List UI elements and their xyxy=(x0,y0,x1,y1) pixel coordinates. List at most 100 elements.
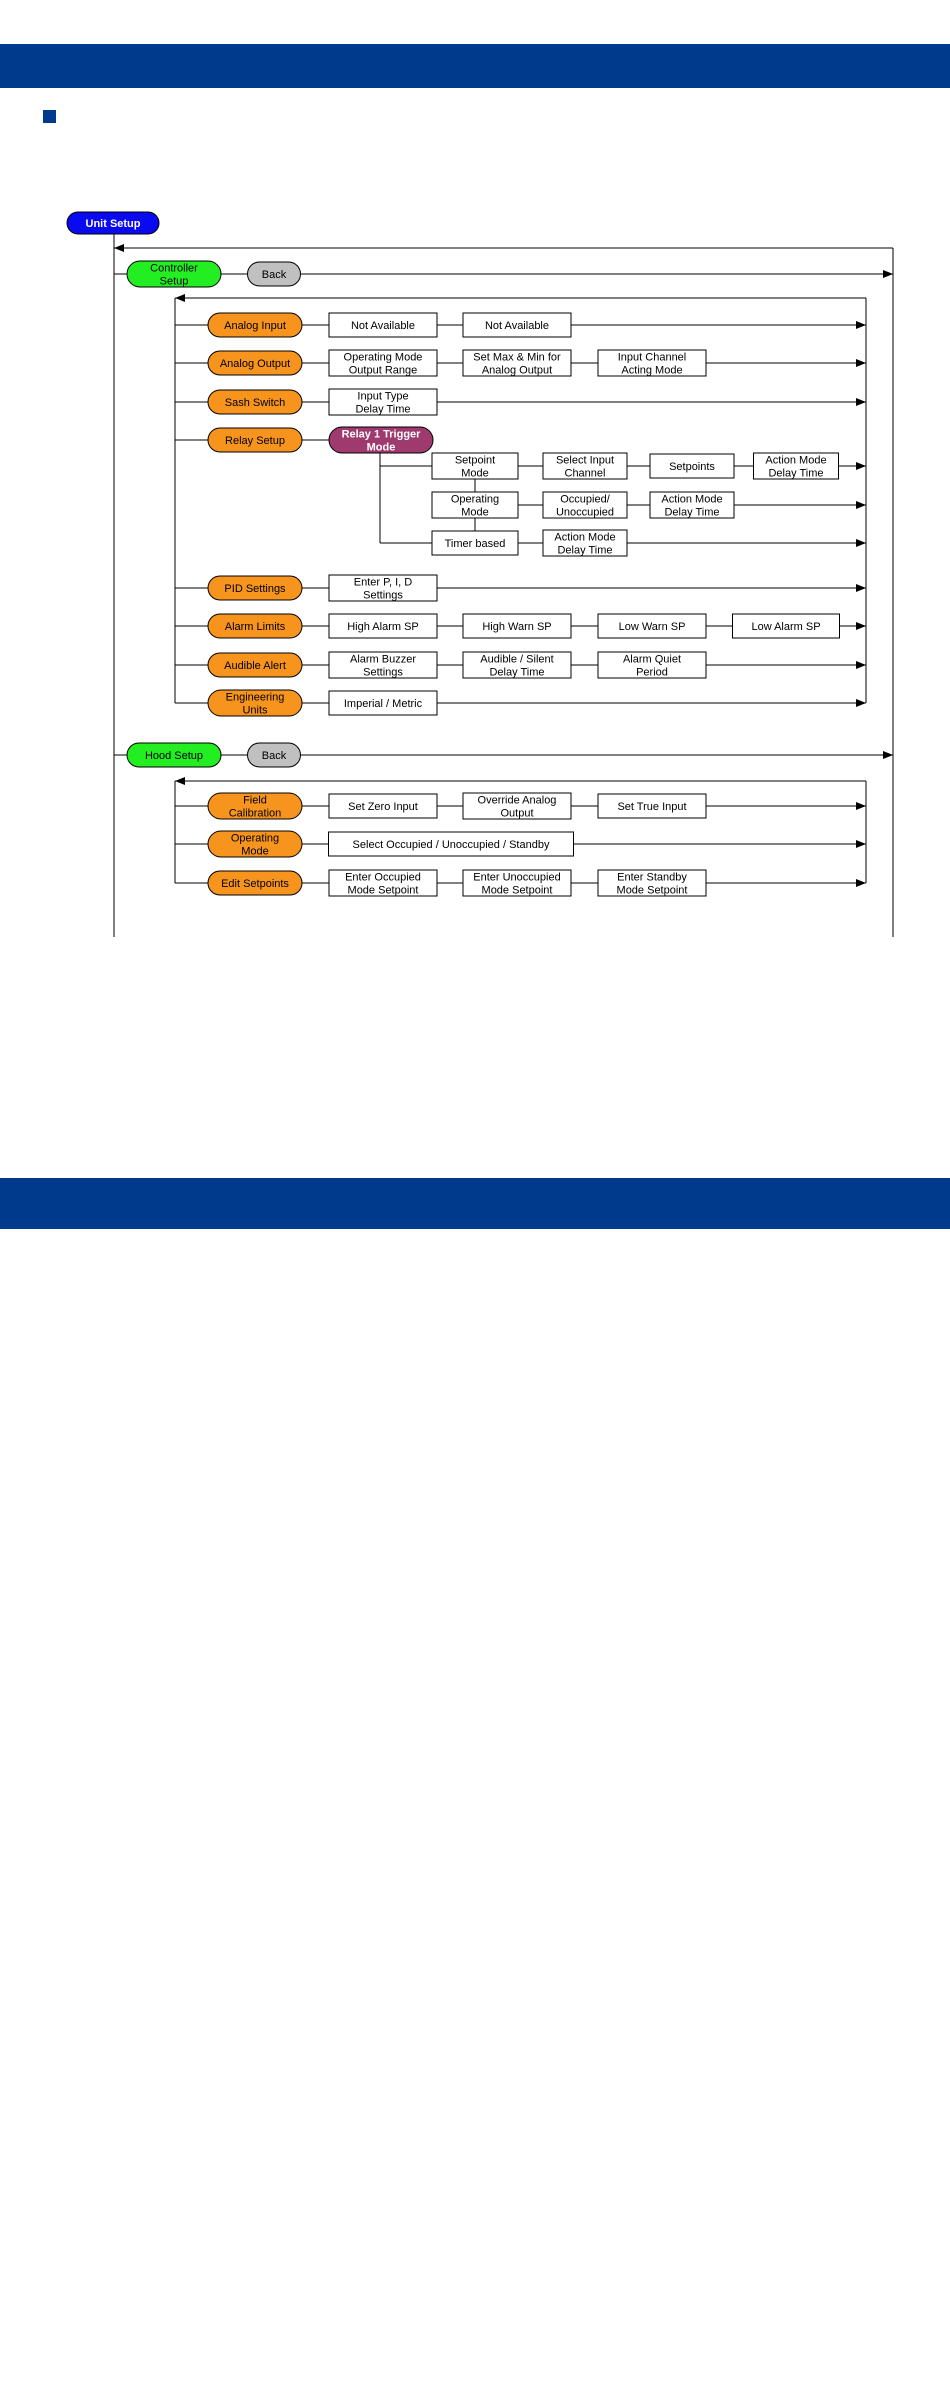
node-label: Analog Output xyxy=(482,365,552,377)
node-label: Delay Time xyxy=(355,404,410,416)
node-label: Audible / Silent xyxy=(480,654,553,666)
node-label: Back xyxy=(262,269,287,281)
node-label: Delay Time xyxy=(489,667,544,679)
node-label: Action Mode xyxy=(765,455,826,467)
node-label: Unoccupied xyxy=(556,507,614,519)
node-label: PID Settings xyxy=(224,583,286,595)
node-label: Enter Occupied xyxy=(345,872,421,884)
node-label: Settings xyxy=(363,667,403,679)
node-label: Settings xyxy=(363,590,403,602)
node-label: Analog Output xyxy=(220,358,290,370)
node-label: Imperial / Metric xyxy=(344,698,423,710)
node-select-occupied: Select Occupied / Unoccupied / Standby xyxy=(328,831,574,857)
node-label: Input Type xyxy=(357,391,408,403)
node-label: Hood Setup xyxy=(145,750,203,762)
node-label: Mode xyxy=(367,442,396,454)
node-label: High Alarm SP xyxy=(347,621,419,633)
node-label: Select Occupied / Unoccupied / Standby xyxy=(353,839,550,851)
node-low-warn-sp: Low Warn SP xyxy=(597,613,707,639)
node-back-1: Back xyxy=(247,261,301,287)
node-hood-setup: Hood Setup xyxy=(126,742,222,768)
node-label: Mode Setpoint xyxy=(348,885,419,897)
node-label: Operating Mode xyxy=(344,352,423,364)
logo-line-2: Controls xyxy=(47,2379,92,2393)
node-label: Output Range xyxy=(349,365,418,377)
node-label: Enter Standby xyxy=(617,872,687,884)
node-label: High Warn SP xyxy=(482,621,551,633)
node-label: Operating xyxy=(451,494,499,506)
node-ai-not-available-1: Not Available xyxy=(328,312,438,338)
node-label: Override Analog xyxy=(478,795,557,807)
node-label: Alarm Limits xyxy=(225,621,286,633)
node-high-alarm-sp: High Alarm SP xyxy=(328,613,438,639)
node-label: Operating xyxy=(231,833,279,845)
node-pid-settings: PID Settings xyxy=(207,575,303,601)
node-label: Setpoints xyxy=(669,461,715,473)
node-label: Relay 1 Trigger xyxy=(342,429,422,441)
node-sash-switch: Sash Switch xyxy=(207,389,303,415)
node-set-zero-input: Set Zero Input xyxy=(328,793,438,819)
node-label: Occupied/ xyxy=(560,494,610,506)
node-label: Action Mode xyxy=(661,494,722,506)
node-occupied-unoccupied: Occupied/Unoccupied xyxy=(542,491,628,519)
node-label: Mode Setpoint xyxy=(617,885,688,897)
node-label: Set Zero Input xyxy=(348,801,418,813)
node-label: Analog Input xyxy=(224,320,286,332)
node-label: Audible Alert xyxy=(224,660,286,672)
node-label: Output xyxy=(500,808,533,820)
node-analog-input: Analog Input xyxy=(207,312,303,338)
footer-band: Johnson Controls xyxy=(0,1178,950,2393)
logo-swoosh-icon xyxy=(108,2365,135,2387)
node-back-2: Back xyxy=(247,742,301,768)
node-label: Period xyxy=(636,667,668,679)
node-label: Enter Unoccupied xyxy=(473,872,560,884)
node-relay-setup: Relay Setup xyxy=(207,427,303,453)
node-label: Delay Time xyxy=(768,468,823,480)
node-timer-based: Timer based xyxy=(431,530,519,556)
node-label: Field xyxy=(243,795,267,807)
node-alarm-limits: Alarm Limits xyxy=(207,613,303,639)
node-set-true-input: Set True Input xyxy=(597,793,707,819)
node-label: Delay Time xyxy=(557,545,612,557)
node-label: Not Available xyxy=(351,320,415,332)
node-label: Action Mode xyxy=(554,532,615,544)
node-low-alarm-sp: Low Alarm SP xyxy=(732,613,840,639)
node-label: Unit Setup xyxy=(86,218,141,230)
node-label: Setpoint xyxy=(455,455,495,467)
node-label: Select Input xyxy=(556,455,614,467)
node-label: Enter P, I, D xyxy=(354,577,413,589)
node-label: Calibration xyxy=(229,808,282,820)
node-audible-alert: Audible Alert xyxy=(207,652,303,678)
node-label: Input Channel xyxy=(618,352,687,364)
node-label: Setup xyxy=(160,276,189,288)
node-label: Mode Setpoint xyxy=(482,885,553,897)
node-setpoints: Setpoints xyxy=(649,453,735,479)
node-label: Engineering xyxy=(226,692,285,704)
node-label: Alarm Quiet xyxy=(623,654,681,666)
logo-line-1: Johnson xyxy=(47,2365,93,2379)
node-label: Channel xyxy=(565,468,606,480)
node-label: Controller xyxy=(150,263,198,275)
node-label: Delay Time xyxy=(664,507,719,519)
node-label: Low Alarm SP xyxy=(751,621,820,633)
node-label: Mode xyxy=(241,846,269,858)
node-label: Not Available xyxy=(485,320,549,332)
